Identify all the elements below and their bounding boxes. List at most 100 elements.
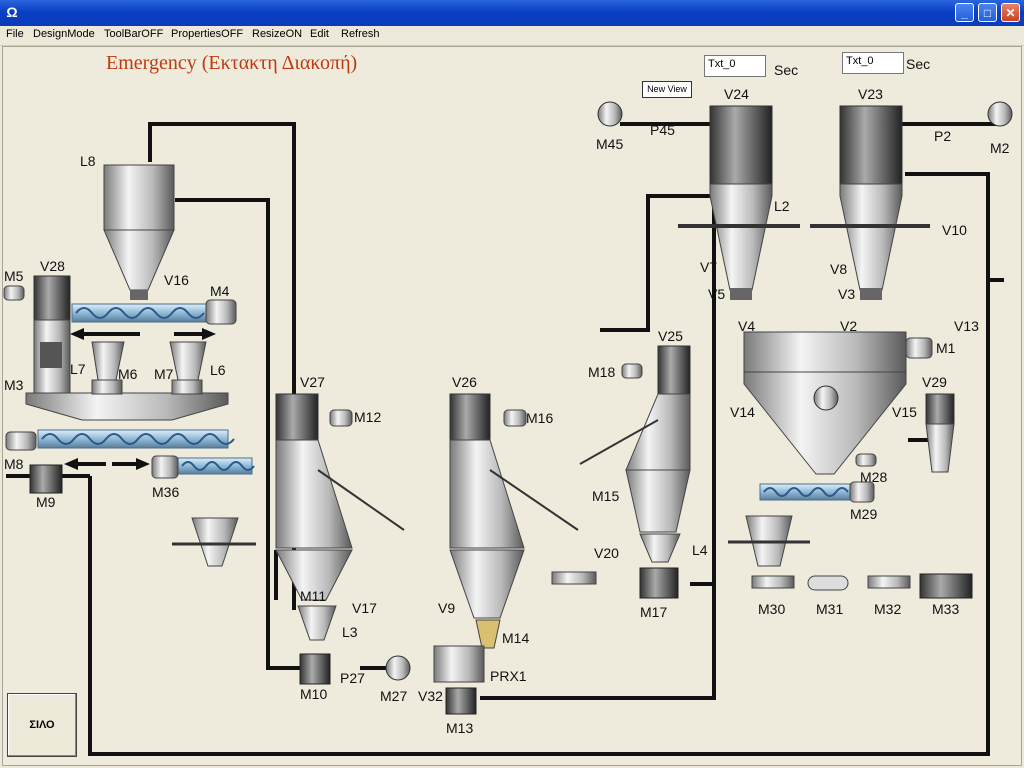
label-m30[interactable]: M30 xyxy=(758,601,786,617)
label-v20[interactable]: V20 xyxy=(594,545,619,561)
bin-under-m36 xyxy=(172,517,256,567)
label-m9[interactable]: M9 xyxy=(36,494,56,510)
label-l7[interactable]: L7 xyxy=(70,361,86,377)
label-v10[interactable]: V10 xyxy=(942,222,967,238)
maximize-button[interactable]: □ xyxy=(978,3,997,22)
motor-m2 xyxy=(987,101,1013,127)
collector-bin xyxy=(25,392,229,421)
label-m17[interactable]: M17 xyxy=(640,604,668,620)
label-m31[interactable]: M31 xyxy=(816,601,844,617)
label-m4[interactable]: M4 xyxy=(210,283,230,299)
filter-v26 xyxy=(433,393,579,715)
label-p27[interactable]: P27 xyxy=(340,670,365,686)
label-v14[interactable]: V14 xyxy=(730,404,755,420)
label-v32[interactable]: V32 xyxy=(418,688,443,704)
menu-refresh[interactable]: Refresh xyxy=(341,28,380,40)
timer-input-1[interactable]: Txt_0 xyxy=(704,55,766,77)
label-m2[interactable]: M2 xyxy=(990,140,1010,156)
label-p2[interactable]: P2 xyxy=(934,128,952,144)
screw-conveyor-m29 xyxy=(759,481,875,503)
label-v25[interactable]: V25 xyxy=(658,328,683,344)
label-l8[interactable]: L8 xyxy=(80,153,96,169)
minimize-button[interactable]: _ xyxy=(955,3,974,22)
bin-under-m29 xyxy=(728,515,810,567)
label-m10[interactable]: M10 xyxy=(300,686,328,702)
label-m12[interactable]: M12 xyxy=(354,409,382,425)
label-v27[interactable]: V27 xyxy=(300,374,325,390)
label-l4[interactable]: L4 xyxy=(692,542,708,558)
label-m3[interactable]: M3 xyxy=(4,377,24,393)
label-m29[interactable]: M29 xyxy=(850,506,878,522)
label-v17[interactable]: V17 xyxy=(352,600,377,616)
hopper-v29 xyxy=(925,393,955,473)
menu-resizeon[interactable]: ResizeON xyxy=(252,28,303,40)
label-v13[interactable]: V13 xyxy=(954,318,979,334)
menu-bar: File DesignMode ToolBarOFF PropertiesOFF… xyxy=(0,26,1024,46)
motor-m45 xyxy=(597,101,623,127)
label-m36[interactable]: M36 xyxy=(152,484,180,500)
mill-m6 xyxy=(91,341,125,395)
label-m15[interactable]: M15 xyxy=(592,488,620,504)
label-v26[interactable]: V26 xyxy=(452,374,477,390)
label-v28[interactable]: V28 xyxy=(40,258,65,274)
timer-input-2[interactable]: Txt_0 xyxy=(842,52,904,74)
motor-m28 xyxy=(855,453,877,467)
timer-unit-2: Sec xyxy=(906,56,931,72)
label-v2[interactable]: V2 xyxy=(840,318,858,334)
label-v24[interactable]: V24 xyxy=(724,86,749,102)
menu-toolbaroff[interactable]: ToolBarOFF xyxy=(104,28,164,40)
label-m13[interactable]: M13 xyxy=(446,720,474,736)
label-m14[interactable]: M14 xyxy=(502,630,530,646)
label-l2[interactable]: L2 xyxy=(774,198,790,214)
silo-button[interactable]: ΣΙΛΟ xyxy=(7,693,77,757)
motor-m12 xyxy=(329,409,353,427)
label-m45[interactable]: M45 xyxy=(596,136,624,152)
label-l3[interactable]: L3 xyxy=(342,624,358,640)
menu-propertiesoff[interactable]: PropertiesOFF xyxy=(171,28,244,40)
silo-v25 xyxy=(579,345,691,599)
new-view-button[interactable]: New View xyxy=(642,81,692,98)
label-m32[interactable]: M32 xyxy=(874,601,902,617)
label-m16[interactable]: M16 xyxy=(526,410,554,426)
menu-file[interactable]: File xyxy=(6,28,24,40)
label-m5[interactable]: M5 xyxy=(4,268,24,284)
label-v8[interactable]: V8 xyxy=(830,261,848,277)
label-v5[interactable]: V5 xyxy=(708,286,726,302)
menu-edit[interactable]: Edit xyxy=(310,28,329,40)
label-p45[interactable]: P45 xyxy=(650,122,675,138)
cyclone-v24 xyxy=(709,105,773,300)
label-m27[interactable]: M27 xyxy=(380,688,408,704)
label-m8[interactable]: M8 xyxy=(4,456,24,472)
label-m11[interactable]: M11 xyxy=(300,588,327,604)
close-button[interactable]: ✕ xyxy=(1001,3,1020,22)
label-v9[interactable]: V9 xyxy=(438,600,456,616)
label-v15[interactable]: V15 xyxy=(892,404,917,420)
label-m1[interactable]: M1 xyxy=(936,340,956,356)
label-v23[interactable]: V23 xyxy=(858,86,883,102)
label-m33[interactable]: M33 xyxy=(932,601,960,617)
label-v4[interactable]: V4 xyxy=(738,318,756,334)
label-m18[interactable]: M18 xyxy=(588,364,616,380)
label-prx1[interactable]: PRX1 xyxy=(490,668,527,684)
app-icon: Ω xyxy=(6,4,18,20)
mixer-tank xyxy=(743,331,933,475)
packaging-line xyxy=(751,573,973,599)
menu-designmode[interactable]: DesignMode xyxy=(33,28,95,40)
column-v28 xyxy=(33,275,71,397)
label-m7[interactable]: M7 xyxy=(154,366,174,382)
filter-v27 xyxy=(275,393,405,685)
machine-m9 xyxy=(29,464,63,494)
label-m6[interactable]: M6 xyxy=(118,366,138,382)
label-v29[interactable]: V29 xyxy=(922,374,947,390)
label-v3[interactable]: V3 xyxy=(838,286,856,302)
silo-l8 xyxy=(103,164,175,300)
label-l6[interactable]: L6 xyxy=(210,362,226,378)
label-v7[interactable]: V7 xyxy=(700,259,718,275)
pipe-network xyxy=(6,122,1004,756)
flow-arrows xyxy=(64,328,216,470)
label-m28[interactable]: M28 xyxy=(860,469,888,485)
title-bar: Ω _ □ ✕ xyxy=(0,0,1024,26)
cyclone-v23 xyxy=(839,105,903,300)
label-v16[interactable]: V16 xyxy=(164,272,189,288)
